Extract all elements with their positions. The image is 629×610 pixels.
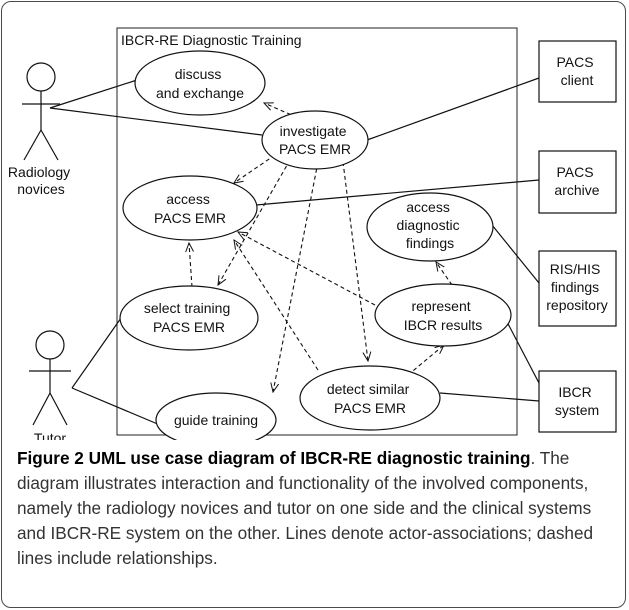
assoc-tutor-select	[71, 317, 122, 389]
include-detect-represent	[407, 345, 444, 376]
svg-text:select training PACS EMR: select training PACS EMR	[144, 300, 234, 335]
svg-text:discuss and exchange: discuss and exchange	[156, 66, 244, 101]
include-investigate-detect	[342, 161, 368, 361]
include-represent-access	[238, 232, 376, 306]
system-boundary-label: IBCR-RE Diagnostic Training	[121, 32, 302, 48]
actor-radiology-novices	[22, 62, 60, 161]
use-case-access-pacs-emr: access PACS EMR	[122, 175, 258, 241]
svg-text:access diagnostic: access diagnostic findings	[397, 199, 464, 251]
caption-title: Figure 2 UML use case diagram of IBCR-RE…	[17, 448, 531, 468]
system-pacs-archive: PACS archive	[538, 150, 617, 214]
include-detect-access	[234, 240, 319, 371]
use-case-detect-similar: detect similar PACS EMR	[299, 365, 441, 431]
assoc-represent-ibcr	[504, 317, 540, 384]
figure-caption: Figure 2 UML use case diagram of IBCR-RE…	[17, 446, 617, 571]
actor-radiology-novices-label: Radiology novices	[8, 164, 74, 197]
system-ibcr: IBCR system	[538, 370, 617, 433]
caption-body: . The diagram illustrates interaction an…	[17, 448, 594, 568]
include-relationships	[189, 103, 453, 392]
use-case-select-training: select training PACS EMR	[119, 285, 259, 351]
svg-text:represent IBCR results: represent IBCR results	[404, 298, 483, 333]
assoc-investigate-pacs-client	[366, 77, 540, 141]
include-investigate-access	[234, 154, 276, 183]
svg-text:PACS archive: PACS archive	[554, 164, 599, 198]
include-select-access	[189, 243, 192, 288]
svg-text:IBCR system: IBCR system	[555, 384, 599, 418]
svg-text:detect similar PACS EMR: detect similar PACS EMR	[327, 381, 413, 416]
association-lines	[49, 77, 540, 426]
svg-text:access PACS EMR: access PACS EMR	[154, 191, 226, 226]
include-represent-findings	[436, 262, 453, 286]
use-case-represent-ibcr-results: represent IBCR results	[374, 283, 512, 347]
assoc-novices-investigate	[49, 107, 263, 136]
svg-text:guide training: guide training	[174, 412, 258, 428]
actor-tutor-label: Tutor	[34, 430, 66, 440]
include-investigate-guide	[273, 161, 319, 392]
system-ris-his-repository: RIS/HIS findings repository	[538, 250, 617, 327]
actor-tutor	[29, 330, 71, 426]
use-case-guide-training: guide training	[155, 392, 277, 440]
svg-text:RIS/HIS findings r: RIS/HIS findings repository	[546, 261, 607, 313]
assoc-detect-ibcr	[439, 392, 540, 402]
assoc-tutor-guide	[71, 387, 161, 426]
system-boundary	[116, 27, 518, 436]
assoc-access-pacs-archive	[255, 179, 540, 206]
use-case-discuss: discuss and exchange	[134, 50, 266, 116]
assoc-findings-ris	[491, 224, 540, 284]
svg-text:PACS client: PACS client	[557, 54, 598, 88]
include-investigate-select	[218, 159, 291, 285]
uml-use-case-diagram: IBCR-RE Diagnostic Training Radiology no…	[8, 27, 617, 440]
use-case-access-diagnostic-findings: access diagnostic findings	[366, 192, 494, 262]
assoc-novices-discuss	[49, 79, 138, 109]
svg-text:investigate PACS EMR: investigate PACS EMR	[279, 123, 351, 157]
system-pacs-client: PACS client	[538, 40, 617, 103]
use-case-investigate: investigate PACS EMR	[261, 110, 369, 170]
